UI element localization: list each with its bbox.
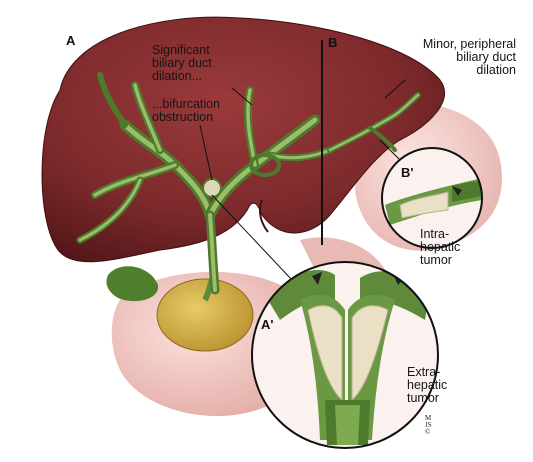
liver-shape [41,16,445,263]
artist-signature: M JS © [425,414,432,436]
panel-label-b-prime: B' [401,165,414,180]
label-intrahepatic-tumor: Intra- hepatic tumor [420,227,461,267]
label-significant-dilation: Significant biliary duct dilation... [152,43,212,83]
callout-intrahepatic [382,148,482,248]
callout-extrahepatic [252,262,438,448]
leader-lines [199,79,406,281]
label-minor-dilation: Minor, peripheral biliary duct dilation [422,37,516,77]
label-bifurcation-obstruction: ...bifurcation obstruction [152,97,221,124]
gallbladder-shape [156,278,254,352]
intestine-shape [106,266,159,302]
bifurcation-tumor [202,178,222,198]
label-extrahepatic-tumor: Extra- hepatic tumor [407,365,448,405]
biliary-tree [76,72,421,295]
panel-label-a: A [66,33,76,48]
panel-label-a-prime: A' [261,317,274,332]
panel-label-b: B [328,35,338,50]
